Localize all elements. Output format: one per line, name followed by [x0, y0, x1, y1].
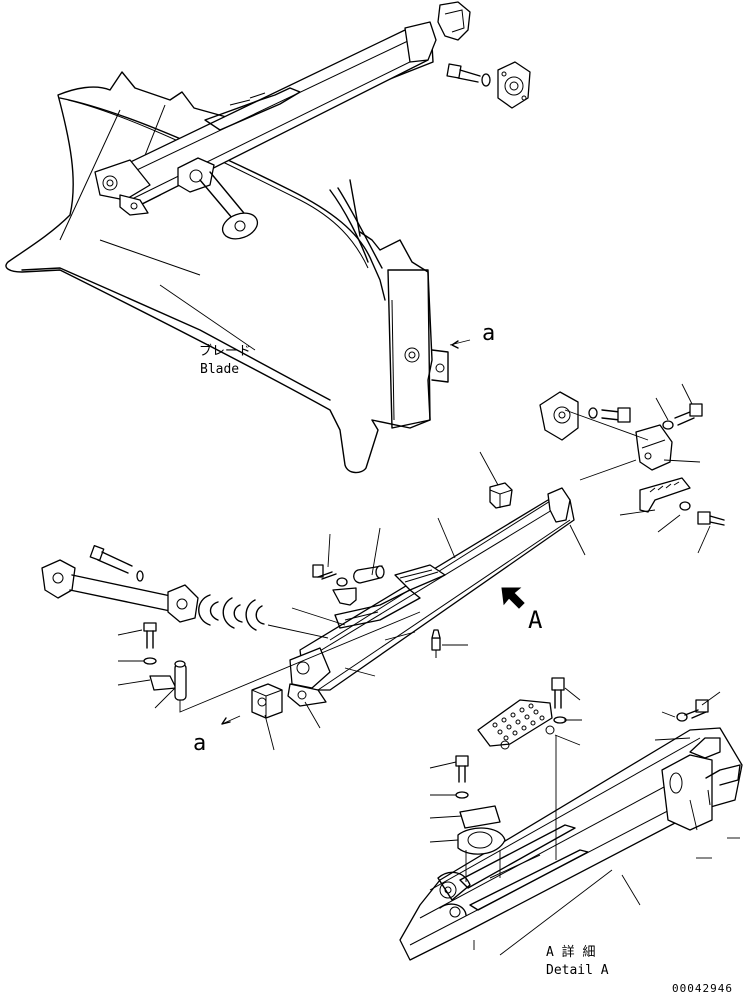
- detail-label-en: Detail A: [546, 963, 609, 978]
- cap-upper: [437, 1, 471, 41]
- bolt-mid: [312, 564, 357, 606]
- drawing-number: 00042946: [672, 982, 733, 995]
- flange-upper: [497, 61, 531, 109]
- long-bolt: [89, 545, 144, 582]
- washer-mid: [588, 407, 598, 419]
- blade-callout: ブレード Blade: [159, 284, 256, 377]
- snap-rings: [198, 594, 265, 631]
- arrow-left-icon: [221, 717, 231, 725]
- view-arrow-A: A: [501, 587, 543, 634]
- detail-label-jp: A 詳 細: [546, 944, 595, 960]
- bolt-lower-left: [143, 622, 157, 649]
- view-A-label: A: [528, 606, 543, 634]
- arrow-up-left-icon: [501, 587, 525, 609]
- cap-mid: [635, 424, 673, 471]
- bolt-right: [674, 403, 703, 426]
- detail-A: A 詳 細 Detail A: [399, 677, 743, 978]
- block-lower: [251, 683, 283, 719]
- pin-mid: [353, 565, 385, 584]
- flange-mid: [539, 391, 579, 441]
- ref-a-upper-label: a: [482, 321, 495, 346]
- bolt-step: [697, 511, 725, 526]
- washer-step: [679, 501, 691, 511]
- blade-label-jp: ブレード: [199, 343, 251, 359]
- block-mid: [489, 482, 513, 509]
- step-plate-holes: [492, 703, 545, 741]
- bolt-upper: [446, 63, 491, 87]
- blade: [5, 39, 449, 474]
- arrow-left-icon: [451, 340, 459, 349]
- lock-plate-lower-left: [149, 675, 177, 691]
- trunnion-upper: [177, 157, 259, 240]
- ref-a-lower-label: a: [193, 731, 206, 756]
- blade-label-en: Blade: [200, 362, 239, 377]
- step-mid: [639, 477, 691, 513]
- push-arm-lower: [287, 487, 575, 707]
- bolt-mid-right: [601, 407, 631, 423]
- reference-a-upper: a: [449, 321, 495, 349]
- grease-fitting: [431, 629, 441, 658]
- leader-lines-mid: [117, 383, 711, 751]
- washer-lower-left: [143, 657, 157, 665]
- pin-lower-left: [174, 660, 187, 701]
- washer-right: [662, 420, 674, 430]
- push-arm-upper: [94, 21, 437, 216]
- reference-a-lower: a: [193, 715, 241, 756]
- trunnion-pin: [41, 559, 199, 623]
